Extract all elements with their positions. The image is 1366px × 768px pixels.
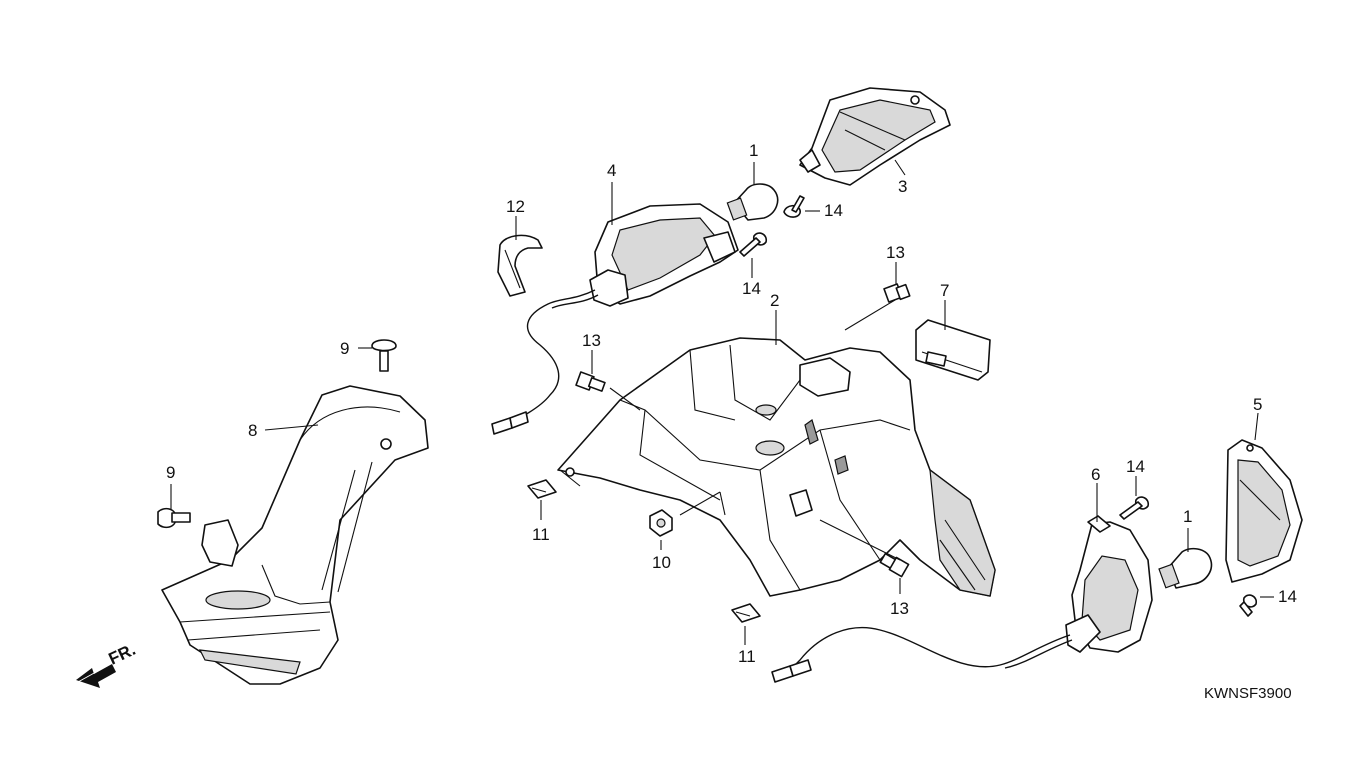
bolt-part[interactable] <box>883 283 911 303</box>
callout-11: 11 <box>738 647 756 666</box>
bulb-part[interactable] <box>726 183 779 221</box>
tapping-screw-part[interactable] <box>783 195 805 218</box>
bolt-part[interactable] <box>575 371 606 392</box>
callout-14: 14 <box>742 279 761 298</box>
inner-cover-part[interactable] <box>161 385 429 685</box>
left-turn-signal-part[interactable] <box>491 203 739 435</box>
callout-8: 8 <box>248 421 257 440</box>
callout-1: 1 <box>1183 507 1192 526</box>
callout-11: 11 <box>532 525 550 544</box>
right-lens-part[interactable] <box>1225 439 1303 583</box>
tapping-screw-part[interactable] <box>1239 594 1258 617</box>
callout-14: 14 <box>1126 457 1145 476</box>
clip-nut-part[interactable] <box>731 603 761 623</box>
reflector-part[interactable] <box>915 319 991 381</box>
front-direction-arrow-icon: FR. <box>76 640 139 688</box>
callout-9: 9 <box>340 339 349 358</box>
callout-13: 13 <box>886 243 905 262</box>
rear-light-lens-part[interactable] <box>799 87 951 186</box>
callout-14: 14 <box>824 201 843 220</box>
callout-3: 3 <box>898 177 907 196</box>
screw-part[interactable] <box>157 507 191 529</box>
callout-7: 7 <box>940 281 949 300</box>
callout-13: 13 <box>890 599 909 618</box>
clip-nut-part[interactable] <box>527 479 557 499</box>
callout-5: 5 <box>1253 395 1262 414</box>
tapping-screw-part[interactable] <box>1119 496 1150 520</box>
nut-part[interactable] <box>649 509 673 537</box>
callout-labels: 1 1 2 3 4 5 6 7 8 9 9 10 11 11 12 13 13 … <box>166 141 1297 666</box>
callout-14: 14 <box>1278 587 1297 606</box>
callout-9: 9 <box>166 463 175 482</box>
bulb-part[interactable] <box>1158 547 1213 589</box>
bolt-part[interactable] <box>879 552 910 578</box>
callout-13: 13 <box>582 331 601 350</box>
callout-10: 10 <box>652 553 671 572</box>
tapping-screw-part[interactable] <box>739 232 768 257</box>
leader-lines <box>170 159 1274 645</box>
drawing-code: KWNSF3900 <box>1204 685 1292 702</box>
rear-fender-part[interactable] <box>557 337 996 597</box>
front-direction-label: FR. <box>106 640 139 669</box>
callout-1: 1 <box>749 141 758 160</box>
callout-4: 4 <box>607 161 616 180</box>
callout-12: 12 <box>506 197 525 216</box>
right-turn-signal-part[interactable] <box>771 515 1153 683</box>
harness-clip-part[interactable] <box>497 234 543 297</box>
callout-6: 6 <box>1091 465 1100 484</box>
screw-part[interactable] <box>371 339 397 372</box>
callout-2: 2 <box>770 291 779 310</box>
